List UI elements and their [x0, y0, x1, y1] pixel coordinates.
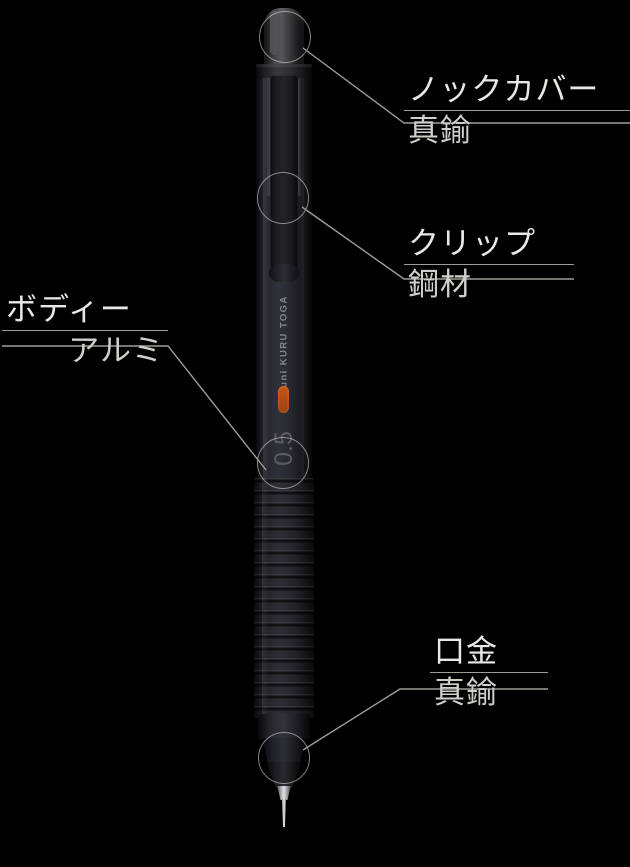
- barrel-sheen-left: [263, 78, 269, 482]
- callout-part-name-body: ボディー: [6, 292, 132, 327]
- clip-edge-left: [267, 78, 270, 196]
- leader-line-clip: [301, 206, 574, 280]
- callout-rule-clip: [404, 263, 574, 265]
- callout-part-name-tip: 口金: [434, 634, 498, 669]
- callout-label-knock-cover: ノックカバー 真鍮: [404, 72, 630, 148]
- callout-rule-tip: [430, 671, 548, 673]
- grip-ribs: [254, 478, 314, 718]
- callout-material-knock-cover: 真鍮: [408, 112, 472, 148]
- callout-label-clip: クリップ 鋼材: [404, 226, 574, 302]
- leader-line-tip: [302, 688, 548, 751]
- leader-line-knock-cover: [302, 47, 630, 124]
- grip-sheen: [262, 478, 269, 718]
- callout-ring-knock-cover: [259, 11, 311, 63]
- callout-material-tip: 真鍮: [434, 674, 498, 710]
- clip-edge-right: [298, 78, 301, 196]
- callout-label-body: ボディー アルミ: [2, 292, 168, 368]
- lead-pipe-base: [277, 786, 291, 800]
- barrel-sheen-right: [300, 78, 304, 482]
- callout-ring-tip: [258, 732, 310, 784]
- callout-ring-body: [257, 437, 309, 489]
- callout-part-name-clip: クリップ: [408, 226, 536, 261]
- lead-pipe: [281, 799, 287, 827]
- callout-label-tip: 口金 真鍮: [430, 634, 548, 710]
- collar-part: [256, 64, 312, 80]
- leader-line-body: [2, 345, 267, 471]
- clip-foot: [269, 264, 299, 282]
- callout-rule-body: [2, 329, 168, 331]
- callout-part-name-knock-cover: ノックカバー: [408, 72, 600, 107]
- callout-material-clip: 鋼材: [408, 266, 472, 302]
- grip-part: [254, 478, 314, 718]
- callout-ring-clip: [257, 172, 309, 224]
- lead-size-indicator: [278, 386, 289, 413]
- callout-material-body: アルミ: [68, 332, 164, 368]
- callout-rule-knock-cover: [404, 109, 630, 111]
